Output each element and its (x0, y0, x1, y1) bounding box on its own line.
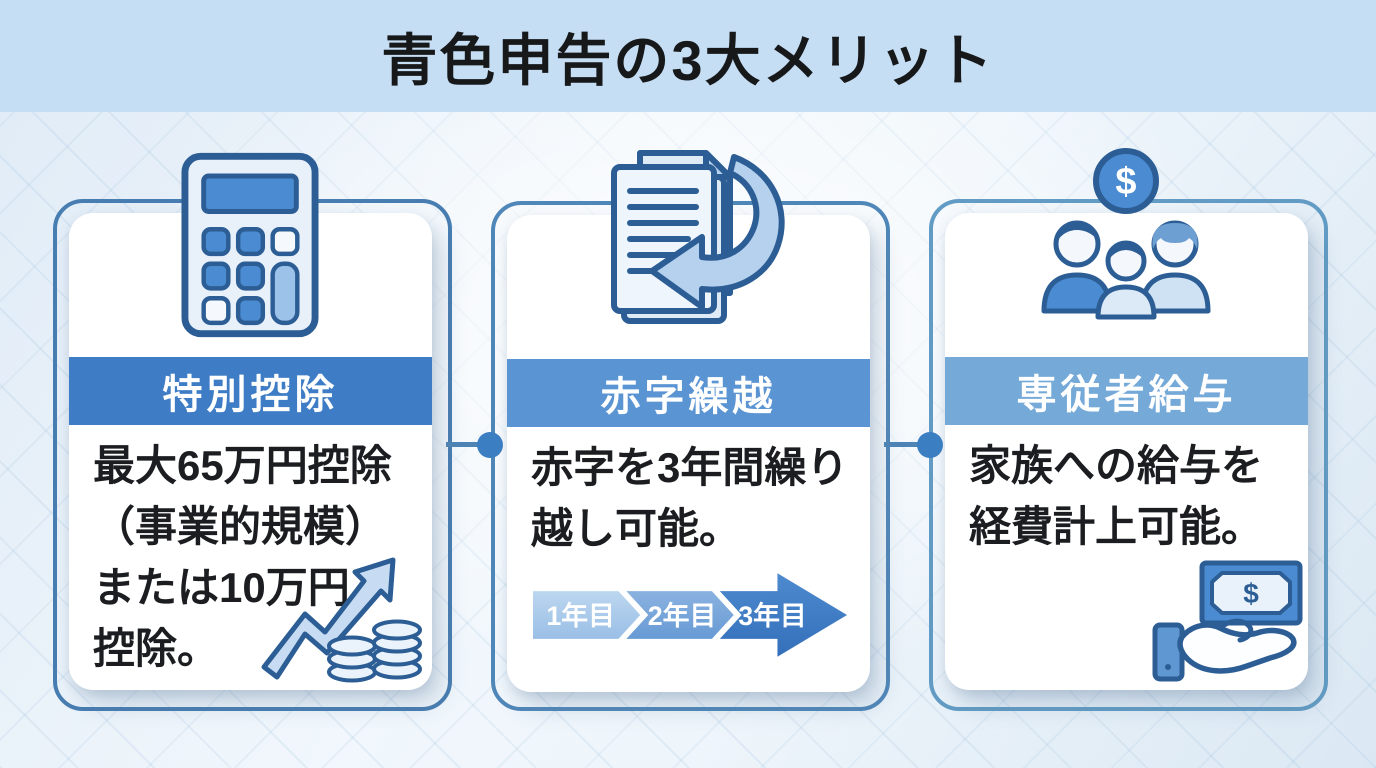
body-line: 家族への給与を (969, 442, 1264, 489)
svg-text:3年目: 3年目 (738, 600, 807, 631)
card-heading-band: 特別控除 (69, 357, 432, 425)
card-heading: 専従者給与 (1016, 373, 1237, 417)
timeline-arrow: 1年目 2年目 3年目 (532, 573, 848, 657)
card-heading: 赤字繰越 (600, 375, 777, 419)
body-line: 控除。 (93, 625, 220, 672)
person-man (1041, 220, 1113, 314)
coin-stacks (327, 619, 422, 683)
timeline-segment-year2 (626, 591, 734, 639)
calculator-icon (181, 152, 319, 338)
growth-chart-coins-icon (261, 557, 422, 683)
documents-carryover-icon (611, 150, 785, 324)
connector-line (446, 442, 491, 447)
svg-text:2年目: 2年目 (648, 600, 717, 631)
body-line: 赤字を3年間繰り (531, 444, 849, 491)
connector-line (884, 442, 930, 447)
timeline-segment-year3 (719, 573, 848, 657)
connector-dot (917, 432, 943, 458)
cuff (1152, 622, 1185, 682)
card-body-text: 赤字を3年間繰り 越し可能。 (531, 437, 848, 559)
hand-money-icon: $ (1152, 560, 1303, 682)
body-line: 経費計上可能。 (969, 503, 1264, 550)
open-hand (1177, 622, 1297, 674)
dollar-coin-icon: $ (1093, 148, 1159, 214)
card-body-text: 家族への給与を 経費計上可能。 (969, 435, 1263, 557)
person-woman (1139, 220, 1211, 314)
svg-text:$: $ (1115, 161, 1136, 203)
card-heading: 特別控除 (162, 373, 339, 417)
person-child (1095, 240, 1157, 320)
body-line: 最大65万円控除 (93, 442, 392, 489)
card-heading-band: 赤字繰越 (507, 359, 870, 427)
body-line: または10万円 (93, 564, 350, 611)
benefit-card-special-deduction: 特別控除 最大65万円控除 （事業的規模） または10万円 控除。 (69, 213, 432, 690)
family-dollar-icon: $ (1041, 148, 1211, 320)
svg-text:1年目: 1年目 (546, 600, 615, 631)
svg-text:$: $ (1243, 578, 1259, 609)
body-line: （事業的規模） (93, 503, 388, 550)
body-line: 越し可能。 (531, 505, 742, 552)
timeline-segment-year1 (532, 591, 641, 639)
header-bar: 青色申告の3大メリット (0, 0, 1376, 112)
card-body-text: 最大65万円控除 （事業的規模） または10万円 控除。 (93, 435, 392, 679)
page-title: 青色申告の3大メリット (381, 28, 995, 92)
connector-dot (477, 432, 503, 458)
card-heading-band: 専従者給与 (945, 357, 1308, 425)
